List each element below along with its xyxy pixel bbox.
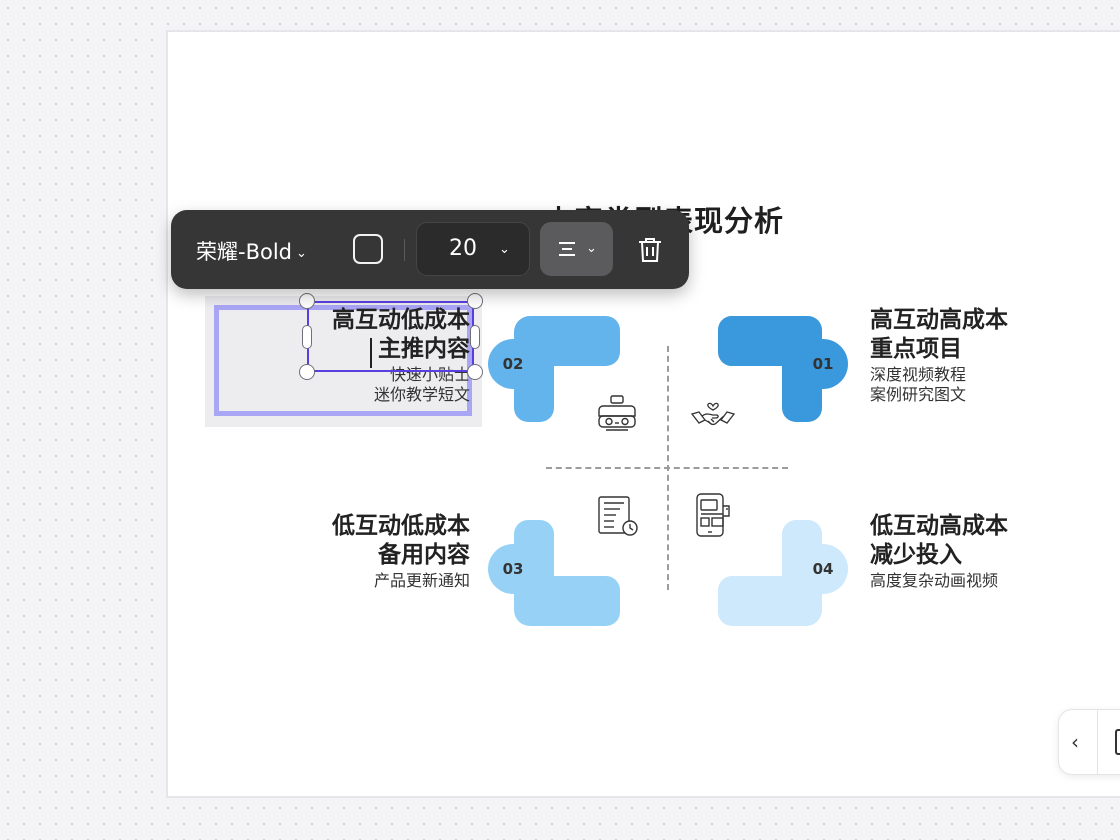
quadrant-01-number: 01 [798, 339, 848, 389]
selected-group-background [205, 296, 482, 427]
quadrant-03-text[interactable]: 低互动低成本 备用内容 产品更新通知 [300, 512, 470, 592]
chevron-down-icon: ⌄ [499, 242, 510, 257]
resize-handle-right[interactable] [470, 325, 480, 349]
resize-handle-top-right[interactable] [467, 293, 483, 309]
text-cursor [370, 338, 372, 368]
quadrant-01-shape[interactable] [716, 314, 826, 424]
quadrant-03-shape[interactable] [512, 518, 622, 628]
quadrant-04-shape[interactable] [716, 518, 826, 628]
quadrant-04-heading-1: 低互动高成本 [870, 513, 1008, 539]
chevron-down-icon: ⌄ [586, 241, 597, 256]
font-size-dropdown[interactable]: 20 ⌄ [416, 222, 530, 276]
font-family-label: 荣耀-Bold [196, 240, 292, 264]
quadrant-04-text[interactable]: 低互动高成本 减少投入 高度复杂动画视频 [870, 512, 1008, 592]
quadrant-02-text[interactable]: 高互动低成本 主推内容 快速小贴士 迷你教学短文 [300, 306, 470, 406]
chevron-down-icon: ⌄ [296, 245, 307, 261]
quadrant-01-sub-2: 案例研究图文 [870, 385, 967, 404]
chevron-left-icon[interactable]: ‹ [1071, 730, 1079, 754]
toolbar-divider [404, 239, 405, 261]
quadrant-01-text[interactable]: 高互动高成本 重点项目 深度视频教程 案例研究图文 [870, 306, 1008, 406]
vr-headset-icon [598, 395, 636, 431]
quadrant-02-heading-1: 高互动低成本 [332, 307, 470, 333]
quadrant-01-heading-1: 高互动高成本 [870, 307, 1008, 333]
document-clock-icon [598, 496, 638, 536]
vertical-divider [667, 346, 669, 590]
quadrant-02-number: 02 [488, 339, 538, 389]
quadrant-03-number: 03 [488, 544, 538, 594]
text-selection-box[interactable] [307, 301, 474, 372]
text-align-dropdown[interactable]: ⌄ [540, 222, 613, 276]
quadrant-04-sub-1: 高度复杂动画视频 [870, 571, 999, 590]
page-icon[interactable] [1115, 729, 1120, 755]
quadrant-03-heading-2: 备用内容 [378, 542, 470, 568]
quadrant-02-sub-1: 快速小贴士 [389, 365, 470, 384]
quadrant-02-shape[interactable] [512, 314, 622, 424]
resize-handle-top-left[interactable] [299, 293, 315, 309]
quadrant-04-number: 04 [798, 544, 848, 594]
page-navigator: ‹ [1058, 709, 1120, 775]
resize-handle-bottom-left[interactable] [299, 364, 315, 380]
nav-divider [1097, 710, 1098, 774]
quadrant-03-sub-1: 产品更新通知 [373, 571, 470, 590]
trash-icon[interactable] [637, 236, 663, 264]
quadrant-02-heading-2: 主推内容 [378, 336, 470, 362]
text-color-button[interactable] [353, 234, 383, 264]
font-family-dropdown[interactable]: 荣耀-Bold⌄ [196, 236, 307, 266]
align-center-icon [559, 242, 575, 256]
quadrant-01-heading-2: 重点项目 [870, 336, 962, 362]
text-format-toolbar: 荣耀-Bold⌄ 20 ⌄ ⌄ [171, 210, 689, 289]
quadrant-02-sub-2: 迷你教学短文 [373, 385, 470, 404]
group-selection-box[interactable] [214, 305, 472, 416]
handshake-icon [690, 402, 736, 426]
resize-handle-left[interactable] [302, 325, 312, 349]
quadrant-04-heading-2: 减少投入 [870, 542, 962, 568]
resize-handle-bottom-right[interactable] [467, 364, 483, 380]
quadrant-03-heading-1: 低互动低成本 [332, 513, 470, 539]
font-size-value: 20 [449, 236, 477, 261]
quadrant-01-sub-1: 深度视频教程 [870, 365, 967, 384]
mobile-layout-icon [696, 493, 730, 537]
